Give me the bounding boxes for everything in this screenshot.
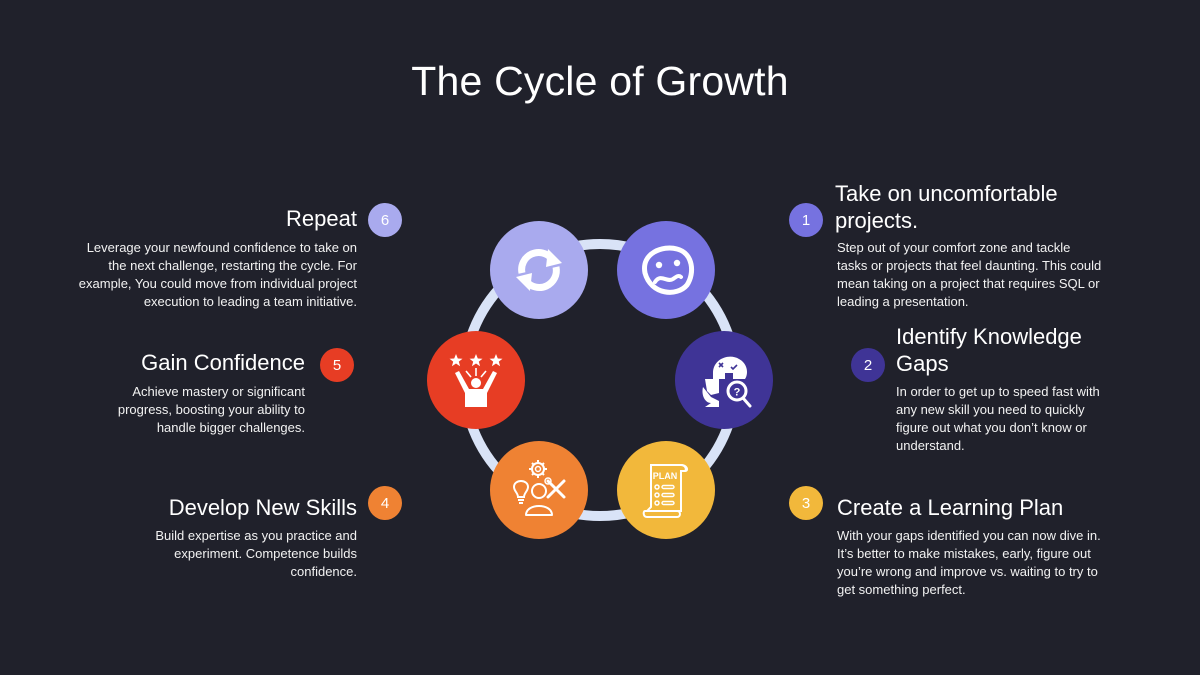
step-3-node: PLAN xyxy=(617,441,715,539)
svg-text:PLAN: PLAN xyxy=(653,471,678,481)
step-2-badge: 2 xyxy=(851,348,885,382)
step-4-badge: 4 xyxy=(368,486,402,520)
step-1-description: Step out of your comfort zone and tackle… xyxy=(837,240,1102,309)
step-4-description: Build expertise as you practice and expe… xyxy=(155,528,357,579)
refresh-cycle-icon xyxy=(516,249,562,291)
step-1-node xyxy=(617,221,715,319)
step-1-title-line2: projects. xyxy=(835,208,919,233)
step-4-node xyxy=(490,441,588,539)
step-5-title: Gain Confidence xyxy=(141,350,305,375)
puzzle-brain-search-icon: ? xyxy=(702,356,752,408)
step-3-badge: 3 xyxy=(789,486,823,520)
step-3-title: Create a Learning Plan xyxy=(837,495,1064,520)
step-1-title-line1: Take on uncomfortable xyxy=(835,181,1058,206)
person-skills-icon xyxy=(512,460,566,516)
page-title: The Cycle of Growth xyxy=(411,58,789,104)
step-5-node xyxy=(427,331,525,429)
step-6-title: Repeat xyxy=(286,206,357,231)
step-5-badge: 5 xyxy=(320,348,354,382)
step-6-node xyxy=(490,221,588,319)
step-1-title: Take on uncomfortable projects. xyxy=(835,180,1135,234)
step-1-badge: 1 xyxy=(789,203,823,237)
plan-scroll-icon: PLAN xyxy=(642,464,689,518)
step-2-description: In order to get up to speed fast with an… xyxy=(896,384,1100,453)
step-2-title: Identify Knowledge Gaps xyxy=(896,323,1156,377)
svg-text:?: ? xyxy=(734,387,741,399)
step-5-description: Achieve mastery or significant progress,… xyxy=(117,384,305,435)
step-4-title: Develop New Skills xyxy=(168,495,357,520)
uneasy-face-icon xyxy=(642,245,695,295)
step-2-title-line1: Identify Knowledge xyxy=(896,324,1082,349)
step-2-node: ? xyxy=(675,331,773,429)
step-3-description: With your gaps identified you can now di… xyxy=(837,528,1101,597)
step-6-badge: 6 xyxy=(368,203,402,237)
celebrating-person-stars-icon xyxy=(449,354,503,407)
step-6-description: Leverage your newfound confidence to tak… xyxy=(78,240,357,309)
step-2-title-line2: Gaps xyxy=(896,351,949,376)
